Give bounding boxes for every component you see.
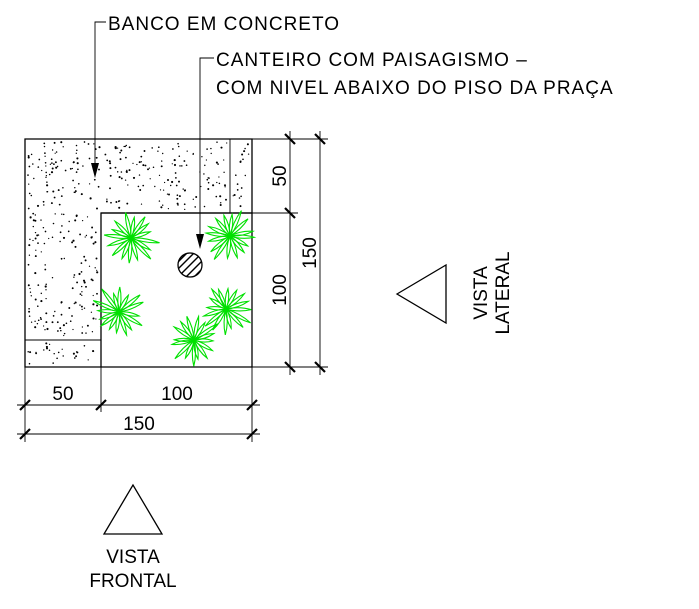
frontal-view-label-line1: VISTA bbox=[106, 547, 160, 568]
planter-label-line1: CANTEIRO COM PAISAGISMO – bbox=[216, 50, 528, 71]
bench-label: BANCO EM CONCRETO bbox=[108, 14, 340, 35]
planter-leader bbox=[196, 57, 214, 249]
dim-horizontal-right: 100 bbox=[161, 384, 193, 405]
tree-hatch-icon bbox=[177, 252, 203, 278]
frontal-view-marker: VISTA FRONTAL bbox=[89, 483, 177, 592]
dim-vertical-total: 150 bbox=[300, 237, 321, 269]
horizontal-dimensions: 50 100 150 bbox=[17, 367, 260, 442]
dim-vertical-top: 50 bbox=[270, 165, 291, 186]
plant-icon bbox=[201, 286, 252, 336]
planter-label-line2: COM NIVEL ABAIXO DO PISO DA PRAÇA bbox=[216, 78, 614, 99]
dim-horizontal-left: 50 bbox=[52, 384, 73, 405]
triangle-view-marker-icon bbox=[102, 483, 164, 535]
plant-icon bbox=[103, 212, 160, 264]
concrete-texture bbox=[27, 141, 250, 365]
plant-icon bbox=[170, 314, 219, 367]
plant-icon bbox=[204, 210, 257, 261]
plant-icon bbox=[92, 286, 144, 338]
plant-group bbox=[92, 210, 257, 367]
lateral-view-label-line1: VISTA bbox=[471, 266, 492, 320]
triangle-view-marker-icon bbox=[395, 263, 447, 325]
bench-leader bbox=[91, 21, 106, 178]
concrete-bench bbox=[24, 138, 253, 368]
dim-horizontal-total: 150 bbox=[123, 414, 155, 435]
planter-bed bbox=[101, 212, 253, 368]
dim-vertical-bottom: 100 bbox=[270, 274, 291, 306]
vertical-dimensions: 50 100 150 bbox=[252, 131, 328, 375]
lateral-view-marker: VISTA LATERAL bbox=[395, 251, 514, 335]
lateral-view-label-line2: LATERAL bbox=[493, 251, 514, 334]
frontal-view-label-line2: FRONTAL bbox=[89, 571, 176, 592]
